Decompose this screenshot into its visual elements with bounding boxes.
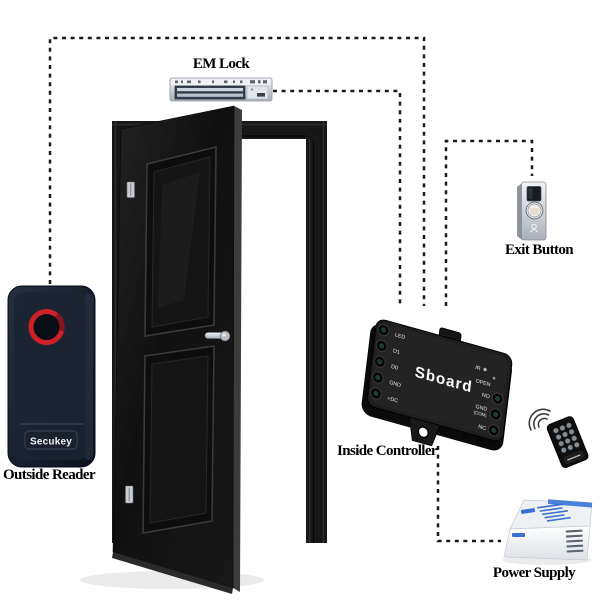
terminal-label: LED <box>395 332 406 341</box>
controller-right-terminal-labels: NO GND (COM) NC <box>473 392 490 432</box>
inside-controller-label: Inside Controller <box>337 443 438 459</box>
power-supply-blue-edge <box>548 499 592 508</box>
door-edge <box>233 106 242 592</box>
inside-controller-device: LED D1 D0 GND +DC Sboard IR OPEN NO GND … <box>361 319 513 451</box>
line-controller-to-powersupply <box>436 446 501 543</box>
controller-left-screws <box>370 323 390 400</box>
door-panel-lower-inner <box>149 355 209 524</box>
terminal-label: NO <box>481 392 490 400</box>
remote-print <box>567 454 581 461</box>
em-lock-top-strip <box>171 79 271 85</box>
press-finger-icon <box>530 223 538 233</box>
door <box>80 105 327 594</box>
line-exitbutton-to-controller <box>444 139 534 306</box>
controller-left-terminal-labels: LED D1 D0 GND +DC <box>387 332 406 405</box>
em-lock-side-block <box>246 85 269 100</box>
em-lock-dot <box>250 88 254 91</box>
exit-button-ring <box>527 203 542 218</box>
terminal-label: +DC <box>387 396 398 405</box>
exit-button-device <box>517 181 547 241</box>
em-lock-device <box>169 77 273 102</box>
connection-lines <box>48 36 534 543</box>
reader-brand-text: Secukey <box>30 437 72 448</box>
terminal-label: NC <box>478 424 486 432</box>
controller-right-screws <box>487 392 504 437</box>
door-handle <box>204 330 231 342</box>
terminal-label: D1 <box>393 348 400 356</box>
line-emlock-to-controller <box>273 89 402 306</box>
terminal-label: D0 <box>391 364 398 372</box>
exit-button-side <box>517 183 522 240</box>
door-bottom-edge <box>112 552 233 594</box>
open-label: OPEN <box>475 378 491 388</box>
magnet-strip <box>177 93 243 97</box>
controller-mount-hole <box>417 426 430 439</box>
power-supply-vents <box>565 529 584 553</box>
magnet-strip <box>177 88 243 92</box>
em-lock-tag <box>257 93 265 97</box>
door-hinge-upper <box>126 181 135 198</box>
controller-top-face <box>371 324 509 437</box>
power-supply-device <box>502 499 593 565</box>
terminal-label: (COM) <box>473 409 487 418</box>
outside-reader-label: Outside Reader <box>2 467 96 483</box>
exit-button-label: Exit Button <box>505 242 574 258</box>
remote-buttons <box>553 422 580 453</box>
exit-button-highlight <box>531 206 538 209</box>
remote-control <box>528 408 589 468</box>
door-panel-upper-inner <box>151 156 211 328</box>
wireless-signal-icon <box>528 408 551 431</box>
ir-led <box>483 367 487 372</box>
em-lock-markings <box>175 80 267 84</box>
power-supply-label: Power Supply <box>492 565 576 581</box>
power-supply-top-label <box>537 503 571 522</box>
ir-label: IR <box>475 365 481 372</box>
door-hinge-lower <box>125 485 134 504</box>
reader-ring-shade <box>54 313 65 332</box>
power-supply-top-logo <box>520 508 536 514</box>
reader-label-plate <box>24 430 78 450</box>
status-led <box>492 376 496 380</box>
terminal-label: GND <box>389 380 401 389</box>
em-lock-label: EM Lock <box>192 56 250 72</box>
terminal-label: GND <box>475 404 487 413</box>
exit-button-window-sheen <box>528 188 533 199</box>
power-supply-front-logo <box>512 533 525 537</box>
line-reader-to-controller <box>48 36 426 306</box>
outside-reader-device: Secukey <box>7 285 96 468</box>
em-lock-magnet-plate <box>174 85 246 100</box>
controller-side-ports <box>462 432 497 447</box>
